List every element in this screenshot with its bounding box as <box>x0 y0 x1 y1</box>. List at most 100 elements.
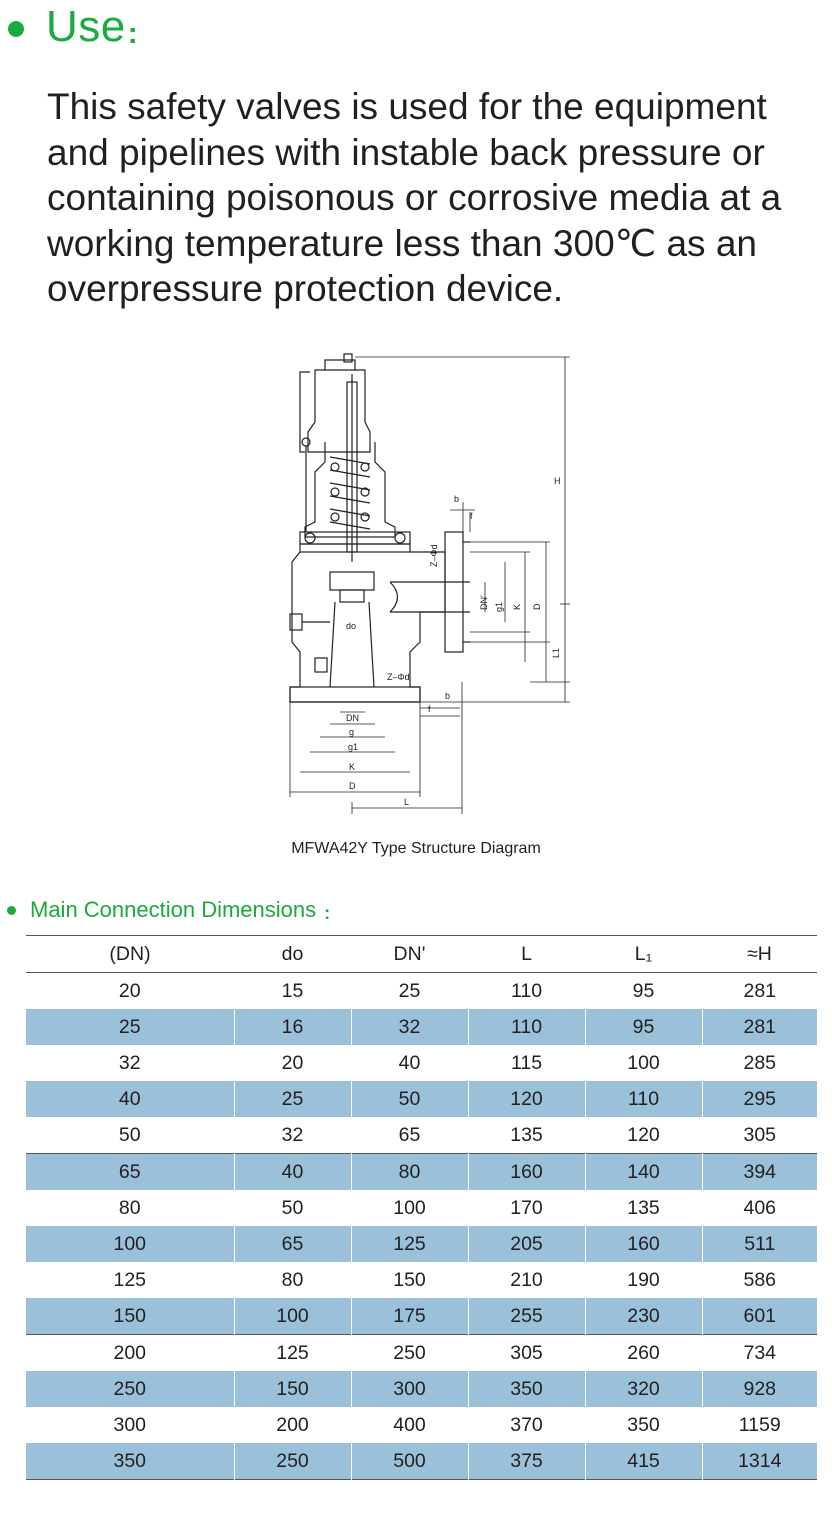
use-description: This safety valves is used for the equip… <box>47 84 832 312</box>
table-cell: 50 <box>233 1190 351 1226</box>
use-line: working temperature less than 300℃ as an <box>47 222 757 264</box>
table-cell: 110 <box>467 1009 585 1045</box>
table-cell: 40 <box>26 1081 234 1117</box>
table-cell: 95 <box>584 1009 702 1045</box>
bullet-icon <box>8 21 24 37</box>
label-b-bottom: b <box>445 691 450 701</box>
table-cell: 190 <box>584 1262 702 1298</box>
table-cell: 200 <box>26 1334 234 1371</box>
label-f-bottom: f <box>428 704 431 714</box>
table-cell: 281 <box>701 1009 817 1045</box>
table-cell: 1314 <box>701 1443 817 1480</box>
table-cell: 25 <box>233 1081 351 1117</box>
table-cell: 511 <box>701 1226 817 1262</box>
table-cell: 928 <box>701 1371 817 1407</box>
table-cell: 586 <box>701 1262 817 1298</box>
table-cell: 110 <box>467 972 585 1009</box>
table-cell: 32 <box>118 1051 141 1074</box>
table-cell: 300 <box>350 1371 468 1407</box>
table-cell: 16 <box>233 1009 351 1045</box>
header-h: ≈H <box>702 935 817 973</box>
table-cell: 110 <box>584 1081 702 1117</box>
table-cell: 285 <box>701 1045 817 1081</box>
table-cell: 200 <box>233 1407 351 1443</box>
header-l1: L₁ <box>585 935 702 973</box>
table-cell: 135 <box>467 1117 585 1154</box>
table-cell: 230 <box>584 1298 702 1335</box>
table-cell: 15 <box>233 972 351 1009</box>
label-l: L <box>404 797 409 807</box>
label-l1: L1 <box>551 648 561 658</box>
table-header-row: (DN) do DN' L L₁ ≈H <box>26 935 817 973</box>
table-cell: 125 <box>113 1268 147 1291</box>
table-cell: 150 <box>233 1371 351 1407</box>
header-do: do <box>234 935 351 973</box>
table-cell: 350 <box>467 1371 585 1407</box>
label-z-phi-d-top: Z–Φd <box>429 544 439 567</box>
use-title: Use <box>46 2 126 51</box>
table-cell: 150 <box>350 1262 468 1298</box>
header-dn-prime: DN' <box>351 935 468 973</box>
label-f-top: f <box>470 511 473 521</box>
use-colon: : <box>127 17 138 50</box>
table-cell: 150 <box>26 1298 234 1335</box>
label-dn: DN <box>346 713 359 723</box>
table-cell: 250 <box>26 1371 234 1407</box>
table-cell: 50 <box>118 1123 141 1146</box>
table-cell: 100 <box>233 1298 351 1335</box>
use-heading: Use : <box>8 2 138 52</box>
table-cell: 205 <box>467 1226 585 1262</box>
table-cell: 1159 <box>701 1407 817 1443</box>
table-cell: 305 <box>701 1117 817 1154</box>
table-cell: 160 <box>584 1226 702 1262</box>
table-cell: 40 <box>350 1045 468 1081</box>
table-cell: 100 <box>350 1190 468 1226</box>
table-cell: 375 <box>467 1443 585 1480</box>
table-cell: 50 <box>350 1081 468 1117</box>
label-dn-prime: DN' <box>479 595 489 610</box>
table-cell: 80 <box>233 1262 351 1298</box>
table-cell: 95 <box>584 972 702 1009</box>
table-cell: 415 <box>584 1443 702 1480</box>
dimensions-heading: Main Connection Dimensions : <box>7 896 330 924</box>
table-cell: 32 <box>350 1009 468 1045</box>
header-dn: (DN) <box>26 935 234 973</box>
table-cell: 65 <box>26 1153 234 1190</box>
label-z-phi-d-bottom: Z–Φd <box>387 672 410 682</box>
label-g1-bottom: g1 <box>348 742 358 752</box>
table-cell: 250 <box>233 1443 351 1480</box>
table-cell: 400 <box>350 1407 468 1443</box>
table-cell: 350 <box>26 1443 234 1480</box>
table-cell: 394 <box>701 1153 817 1190</box>
table-cell: 260 <box>584 1334 702 1371</box>
table-cell: 170 <box>467 1190 585 1226</box>
label-g: g <box>349 727 354 737</box>
table-cell: 100 <box>584 1045 702 1081</box>
label-k-side: K <box>512 604 522 610</box>
label-b-top: b <box>454 494 459 504</box>
table-cell: 115 <box>467 1045 585 1081</box>
use-line: and pipelines with instable back pressur… <box>47 131 765 173</box>
table-cell: 80 <box>350 1153 468 1190</box>
table-cell: 25 <box>26 1009 234 1045</box>
table-cell: 305 <box>467 1334 585 1371</box>
table-cell: 250 <box>350 1334 468 1371</box>
table-cell: 140 <box>584 1153 702 1190</box>
table-cell: 40 <box>233 1153 351 1190</box>
table-cell: 25 <box>350 972 468 1009</box>
table-cell: 160 <box>467 1153 585 1190</box>
table-cell: 175 <box>350 1298 468 1335</box>
header-l: L <box>468 935 585 973</box>
table-cell: 370 <box>467 1407 585 1443</box>
diagram-caption: MFWA42Y Type Structure Diagram <box>291 840 541 857</box>
use-line: overpressure protection device. <box>47 268 564 309</box>
